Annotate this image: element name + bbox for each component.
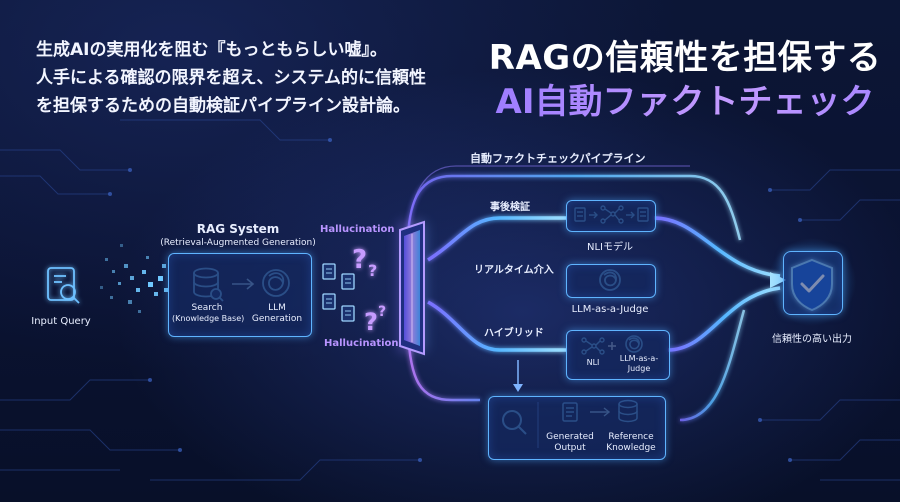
reference-knowledge-label-1: Reference xyxy=(608,432,654,442)
generated-output-label-2: Output xyxy=(554,443,586,453)
nli-model-label: NLIモデル xyxy=(586,242,633,253)
question-mark-icon: ? ? ? ? xyxy=(352,245,386,336)
realtime-label: リアルタイム介入 xyxy=(474,265,554,276)
search-label: Search xyxy=(191,303,223,313)
hybrid-judge-label-1: LLM-as-a- xyxy=(619,354,659,363)
llm-judge-box xyxy=(566,264,656,298)
search-document-icon xyxy=(47,267,80,304)
post-hoc-label: 事後検証 xyxy=(490,202,530,213)
input-query-label: Input Query xyxy=(31,316,91,327)
svg-text:?: ? xyxy=(368,261,377,280)
pipeline-title: 自動ファクトチェックパイプライン xyxy=(470,152,646,165)
hallucination-label-bottom: Hallucination xyxy=(324,338,399,349)
output-label: 信頼性の高い出力 xyxy=(772,334,852,345)
rag-system-box xyxy=(168,253,312,337)
circuit-nodes xyxy=(108,138,802,462)
nli-model-box xyxy=(566,200,656,232)
main-title: RAGの信頼性を担保する xyxy=(488,38,882,78)
reference-knowledge-label-2: Knowledge xyxy=(606,443,656,453)
flow-branches xyxy=(427,216,781,352)
rag-title: RAG System xyxy=(196,222,280,236)
llm-generation-label: Generation xyxy=(251,314,303,324)
output-box xyxy=(783,251,843,315)
svg-text:?: ? xyxy=(364,308,378,336)
main-subtitle: AI自動ファクトチェック xyxy=(480,74,890,123)
svg-text:?: ? xyxy=(378,304,386,320)
llm-judge-label: LLM-as-a-Judge xyxy=(571,304,649,315)
rag-subtitle: (Retrieval-Augmented Generation) xyxy=(160,238,316,248)
verification-gate-icon xyxy=(398,220,426,356)
intro-line-1: 生成AIの実用化を阻む『もっともらしい嘘』。 xyxy=(36,40,387,60)
hybrid-label: ハイブリッド xyxy=(484,328,544,339)
intro-line-3: を担保するための自動検証パイプライン設計論。 xyxy=(36,96,410,116)
circuit-traces xyxy=(0,119,900,481)
intro-text: 生成AIの実用化を阻む『もっともらしい嘘』。 人手による確認の限界を超え、システ… xyxy=(36,36,456,120)
generated-output-label-1: Generated xyxy=(546,432,594,442)
hallucination-docs xyxy=(322,263,355,322)
hybrid-judge-label-2: Judge xyxy=(627,364,651,373)
reference-check-box xyxy=(488,396,666,460)
hallucination-label-top: Hallucination xyxy=(320,224,395,235)
search-sub-label: (Knowledge Base) xyxy=(172,314,245,323)
hybrid-box xyxy=(566,330,670,380)
hybrid-nli-label: NLI xyxy=(586,358,600,367)
data-particles xyxy=(100,244,168,313)
svg-text:?: ? xyxy=(352,245,367,275)
intro-line-2: 人手による確認の限界を超え、システム的に信頼性 xyxy=(36,68,426,88)
llm-label: LLM xyxy=(268,303,286,313)
